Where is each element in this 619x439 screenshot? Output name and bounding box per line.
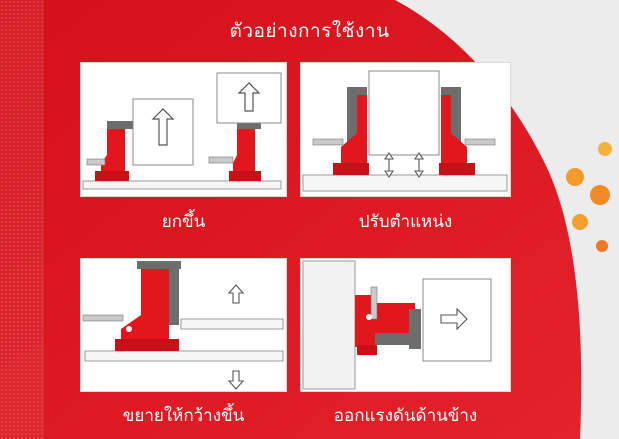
push-illustration: [302, 260, 492, 390]
adjust-illustration: [302, 70, 508, 192]
caption-lift: ยกขึ้น: [161, 212, 206, 232]
panel-push: [300, 258, 511, 392]
arrow-down-icon: [227, 370, 245, 390]
decor-dot: [596, 240, 608, 252]
caption-widen: ขยายให้กว้างขึ้น: [122, 406, 245, 426]
arrow-right-icon: [440, 307, 468, 331]
decor-dot: [572, 214, 588, 230]
caption-push: ออกแรงดันด้านข้าง: [333, 406, 478, 426]
decor-dot: [566, 168, 584, 186]
panel-lift: [80, 62, 287, 197]
decor-dot: [598, 142, 612, 156]
panel-adjust: [300, 62, 511, 197]
caption-adjust: ปรับตำแหน่ง: [358, 212, 453, 232]
arrow-up-icon: [227, 284, 245, 304]
arrow-up-icon: [237, 82, 261, 112]
lift-illustration: [82, 72, 282, 190]
widen-illustration: [82, 261, 284, 390]
page-title: ตัวอย่างการใช้งาน: [229, 20, 390, 42]
double-arrow-icon: [383, 152, 425, 178]
panel-widen: [80, 258, 287, 392]
arrow-up-icon: [151, 108, 175, 146]
decor-dot: [590, 185, 610, 205]
